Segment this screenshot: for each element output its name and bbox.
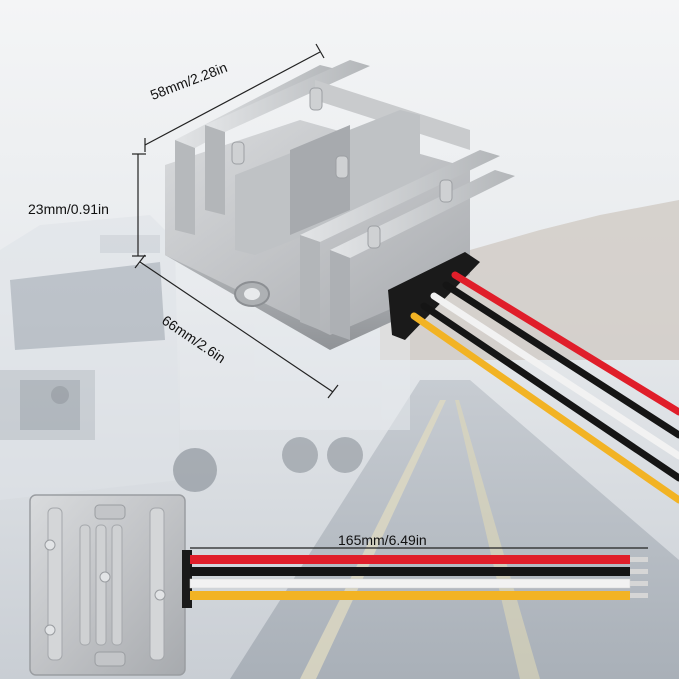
wire-bundle-straight [189,555,648,600]
background-mountains [380,200,679,360]
wire-bundle-main [410,271,679,504]
cable-grommet-top-view [182,550,192,608]
converter-module-main [165,60,515,350]
dimension-lines [132,43,339,399]
cable-length-label: 165mm/6.49in [338,532,427,548]
converter-module-top-view [29,494,192,676]
road-line [300,400,446,679]
background-truck [0,215,410,500]
road-line-right [455,400,540,679]
height-dimension-label: 23mm/0.91in [28,201,109,217]
